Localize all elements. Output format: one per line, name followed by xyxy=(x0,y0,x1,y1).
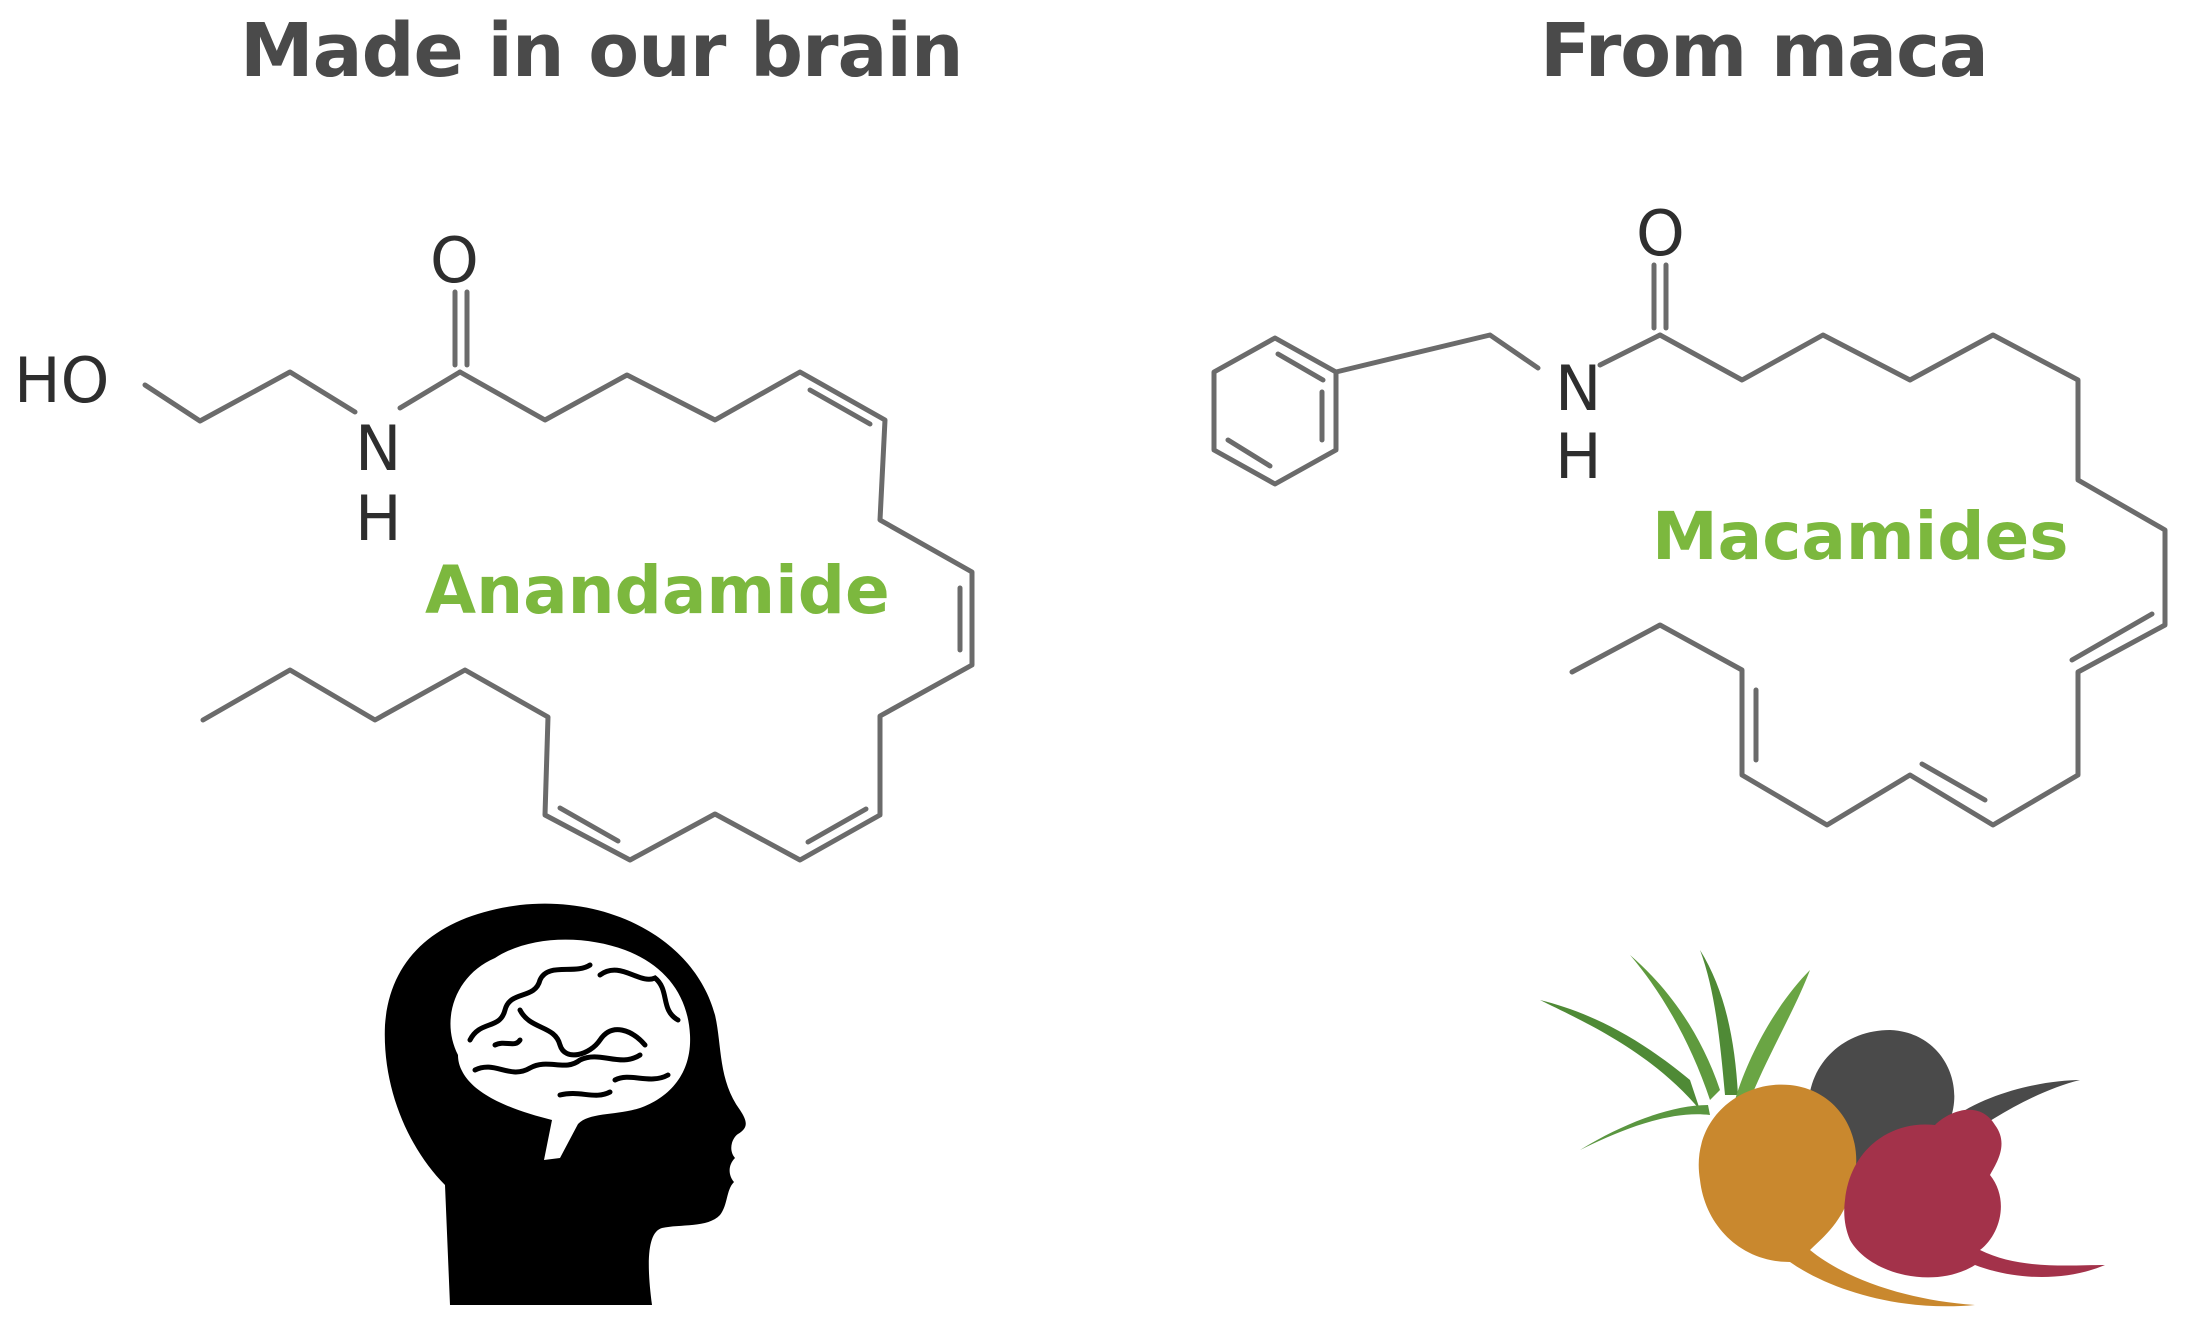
anandamide-amide-bond xyxy=(397,369,463,411)
anandamide-atom-ho: HO xyxy=(14,344,109,417)
anandamide-atom-n: N xyxy=(355,412,401,485)
macamide-benzyl-link xyxy=(1333,332,1541,375)
anandamide-double-bond-1 xyxy=(807,387,873,427)
heading-from-maca: From maca xyxy=(1540,8,1989,94)
macamide-chain xyxy=(1569,332,2168,828)
anandamide-structure: O HO N H xyxy=(14,224,975,863)
anandamide-atom-h: H xyxy=(355,482,402,555)
anandamide-double-bond-3 xyxy=(805,806,869,845)
macamide-double-bond-1 xyxy=(2069,611,2155,663)
anandamide-chain xyxy=(200,369,975,863)
benzene-inner-bond-3 xyxy=(1225,437,1273,469)
benzene-inner-bond-1 xyxy=(1275,351,1326,383)
macamide-atom-h: H xyxy=(1555,420,1602,493)
benzene-ring xyxy=(1211,335,1339,487)
macamide-amide-bond xyxy=(1597,332,1663,368)
human-head-brain-icon xyxy=(384,903,746,1305)
anandamide-head-chain xyxy=(142,369,358,424)
anandamide-atom-o: O xyxy=(430,224,479,297)
macamide-double-bond-2 xyxy=(1919,761,1988,803)
heading-made-in-our-brain: Made in our brain xyxy=(240,8,964,94)
maca-root-illustration xyxy=(1540,950,2105,1307)
macamide-structure: O N H xyxy=(1211,197,2168,828)
compound-label-macamides: Macamides xyxy=(1652,498,2069,575)
macamide-atom-n: N xyxy=(1555,352,1601,425)
anandamide-double-bond-4 xyxy=(557,805,621,844)
compound-label-anandamide: Anandamide xyxy=(425,552,890,629)
macamide-atom-o: O xyxy=(1636,197,1685,270)
